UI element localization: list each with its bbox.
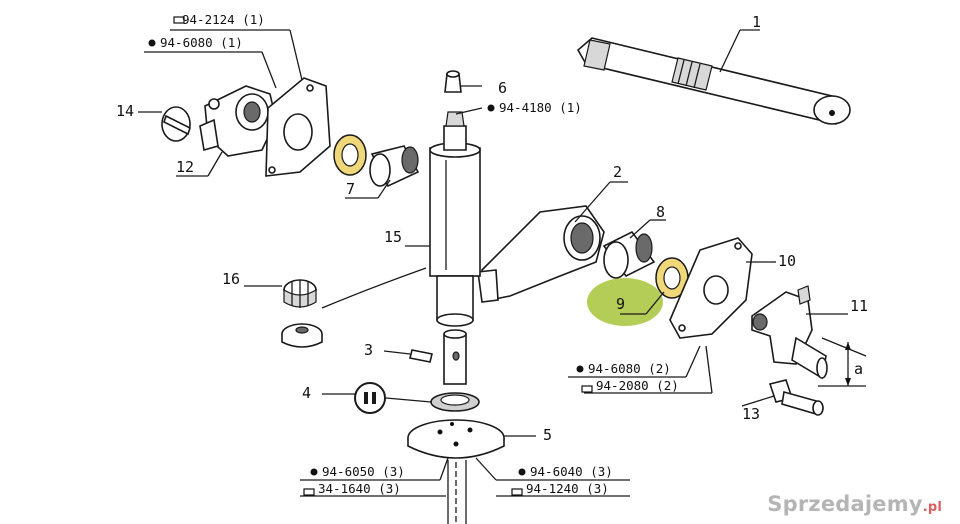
nut-symbol-part-6 <box>487 104 495 112</box>
part-grease-nipple <box>444 70 483 115</box>
part-shaft <box>576 29 851 125</box>
code-bottom-left-nut: 94-6050 (3) <box>322 464 405 479</box>
code-bottom-left-bolt: 34-1640 (3) <box>318 481 401 496</box>
label-part-10: 10 <box>778 252 796 270</box>
code-top-nut: 94-6080 (1) <box>160 35 243 50</box>
leader-right-codes <box>568 345 713 394</box>
leader-bottom-codes <box>300 457 630 497</box>
label-dim-a: a <box>854 360 863 378</box>
label-part-2: 2 <box>613 163 622 181</box>
part-disc-5 <box>407 419 536 459</box>
part-washer-bushing-left <box>333 134 420 199</box>
label-part-15: 15 <box>384 228 402 246</box>
part-lever-arm <box>477 181 628 303</box>
leader-top-left-codes <box>144 16 303 89</box>
label-part-7: 7 <box>346 180 355 198</box>
part-washer-highlighted <box>587 257 689 326</box>
part-flange-plate <box>669 237 776 339</box>
label-part-6: 6 <box>498 79 507 97</box>
label-part-5: 5 <box>543 426 552 444</box>
code-part-6: 94-4180 (1) <box>499 100 582 115</box>
part-housing-left <box>176 85 277 177</box>
part-seal-ring-4 <box>322 392 480 412</box>
label-part-12: 12 <box>176 158 194 176</box>
symbol-circle-part-4 <box>354 382 386 414</box>
code-top-bolt: 94-2124 (1) <box>182 12 265 27</box>
label-part-3: 3 <box>364 341 373 359</box>
watermark-logo: Sprzedajemy.pl <box>767 492 942 516</box>
code-right-nut: 94-6080 (2) <box>588 361 671 376</box>
label-part-8: 8 <box>656 203 665 221</box>
part-vertical-shaft <box>429 111 481 327</box>
code-right-bolt: 94-2080 (2) <box>596 378 679 393</box>
part-cap-14 <box>138 106 191 142</box>
dimension-a <box>818 337 867 387</box>
part-clamp-right <box>751 285 848 380</box>
label-part-1: 1 <box>752 13 761 31</box>
code-bottom-right-bolt: 94-1240 (3) <box>526 481 609 496</box>
label-part-16: 16 <box>222 270 240 288</box>
label-part-14: 14 <box>116 102 134 120</box>
part-gear-16 <box>244 267 427 348</box>
code-bottom-right-nut: 94-6040 (3) <box>530 464 613 479</box>
label-part-9: 9 <box>616 295 625 313</box>
part-pin-3 <box>383 329 467 385</box>
label-part-11: 11 <box>850 297 868 315</box>
part-gasket-left <box>265 77 331 177</box>
label-part-13: 13 <box>742 405 760 423</box>
part-bolt-13 <box>741 379 824 416</box>
part-bushing-right <box>602 219 666 279</box>
label-part-4: 4 <box>302 384 311 402</box>
